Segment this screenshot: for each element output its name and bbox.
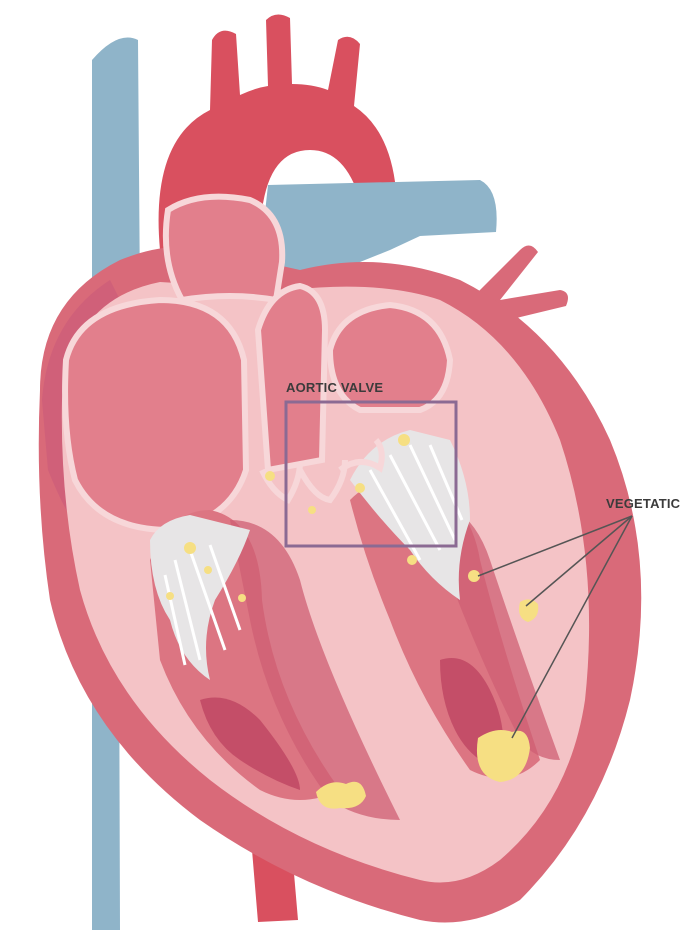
vegetation-blob (355, 483, 365, 493)
vegetation-blob (265, 471, 275, 481)
aortic-valve-label: AORTIC VALVE (286, 380, 383, 395)
vegetations-label: VEGETATIC (606, 496, 681, 511)
atrial-septum (258, 286, 325, 470)
vegetation-blob (308, 506, 316, 514)
vegetation-blob (184, 542, 196, 554)
vegetation-blob (204, 566, 212, 574)
right-atrium (65, 300, 246, 530)
vegetation-blob (238, 594, 246, 602)
vegetation-blob (407, 555, 417, 565)
vegetation-blob (398, 434, 410, 446)
vegetation-blob (166, 592, 174, 600)
aortic-root (166, 197, 282, 300)
